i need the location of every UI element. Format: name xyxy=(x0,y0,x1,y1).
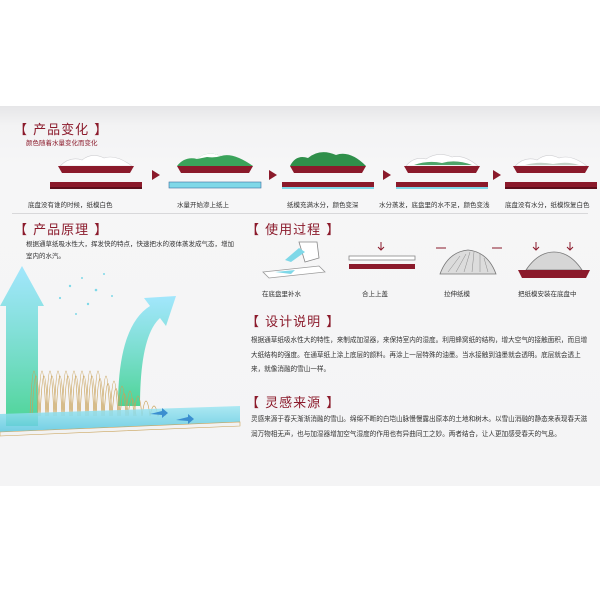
section-title-product-change: 【 产品变化 】 xyxy=(14,123,109,138)
section-title-usage: 【 使用过程 】 xyxy=(246,223,341,238)
design-board: 【 产品变化 】 颜色随着水量变化而变化 底盘 xyxy=(0,106,600,486)
principle-text: 根据通草纸吸水性大，挥发快的特点，快速把水的液体蒸发成气态，增加室内的水汽。 xyxy=(26,240,234,260)
step-2-caption: 合上上盖 xyxy=(362,290,388,298)
stage-5-tray-dry xyxy=(505,155,597,189)
stage-2-tray-wetting xyxy=(168,153,262,189)
step-3-illustration xyxy=(436,247,502,275)
step-1-illustration xyxy=(262,241,326,279)
stage-4-caption: 水分蒸发，底盘里的水不足，颜色变浅 xyxy=(379,201,490,209)
section-title-principle: 【 产品原理 】 xyxy=(14,223,109,238)
stage-5-caption: 底盘没有水分，纸模恢复白色 xyxy=(505,201,590,209)
section-subtitle: 颜色随着水量变化而变化 xyxy=(26,139,98,147)
arrow-right-icon xyxy=(152,170,160,180)
step-4-illustration xyxy=(518,242,590,278)
stage-2-caption: 水量开始渗上纸上 xyxy=(177,201,229,209)
arrow-right-icon xyxy=(383,170,391,180)
inspiration-text: 灵感来源于春天渐渐消融的雪山。绵绵不断的白垲山脉慢慢露出原本的土地和树木。以雪山… xyxy=(251,415,588,438)
stage-1-tray-dry xyxy=(50,155,142,189)
stage-3-tray-full xyxy=(282,152,374,189)
section-title-design: 【 设计说明 】 xyxy=(246,315,341,330)
section-divider xyxy=(12,213,588,214)
step-1-caption: 在底盘里补水 xyxy=(262,290,301,298)
step-2-illustration xyxy=(348,242,416,269)
stage-3-caption: 纸模充满水分，颜色变深 xyxy=(287,201,359,209)
step-4-caption: 把纸模安装在底盘中 xyxy=(518,290,577,298)
arrow-right-icon xyxy=(493,170,501,180)
arrow-right-icon xyxy=(269,170,277,180)
principle-illustration xyxy=(0,266,241,437)
step-3-caption: 拉伸纸模 xyxy=(444,290,470,298)
stage-1-caption: 底盘没有谁的时候，纸模白色 xyxy=(28,201,113,209)
stage-4-tray-drying xyxy=(396,154,488,189)
design-text: 根据通草纸吸水性大的特性，来制成加湿器，来保持室内的湿度。利用蜂窝纸的结构，增大… xyxy=(251,336,588,373)
section-title-inspiration: 【 灵感来源 】 xyxy=(246,396,341,411)
